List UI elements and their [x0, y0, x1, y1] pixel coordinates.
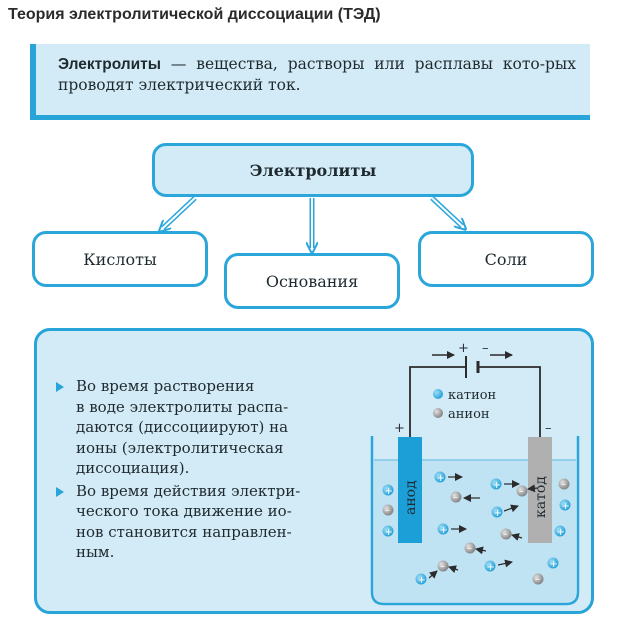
- svg-text:+: +: [437, 473, 445, 484]
- svg-text:+: +: [493, 480, 501, 491]
- cathode-label: катод: [533, 476, 549, 518]
- battery-plus: +: [458, 341, 469, 356]
- cation-ion: +: [554, 525, 566, 538]
- svg-text:+: +: [418, 575, 426, 586]
- legend-anion-label: анион: [448, 407, 490, 422]
- definition-term: Электролиты: [58, 56, 162, 73]
- arrow-to-acids-inner: [162, 197, 196, 229]
- motion-arrow: [428, 570, 438, 579]
- svg-text:–: –: [385, 505, 390, 516]
- solution: [374, 460, 576, 602]
- bullet-item: Во время растворения в воде электролиты …: [50, 376, 350, 479]
- svg-text:–: –: [503, 529, 508, 540]
- anion-ion: –: [558, 478, 570, 490]
- svg-text:–: –: [535, 574, 540, 585]
- anion-ion: –: [516, 485, 528, 497]
- arrow-to-salts-inner: [431, 197, 463, 227]
- cation-ion: +: [484, 560, 496, 573]
- node-acids: Кислоты: [32, 231, 208, 287]
- anion-ion: –: [437, 560, 449, 572]
- anion-ion: –: [450, 491, 462, 503]
- cation-ion: +: [547, 557, 559, 570]
- legend-cation-icon: [433, 389, 443, 399]
- anode-sign: +: [394, 421, 405, 436]
- anode-electrode: [398, 437, 422, 543]
- svg-text:–: –: [561, 479, 566, 490]
- anode-label: анод: [403, 480, 419, 515]
- svg-text:–: –: [467, 543, 472, 554]
- page-title: Теория электролитической диссоциации (ТЭ…: [8, 6, 381, 23]
- wire-left: [409, 366, 466, 437]
- cation-ion: +: [415, 573, 427, 586]
- bullet-arrow-icon: [56, 382, 64, 392]
- svg-text:–: –: [453, 492, 458, 503]
- motion-arrow: [503, 504, 519, 513]
- node-bases: Основания: [224, 253, 400, 309]
- bullet-item: Во время действия электри- ческого тока …: [50, 481, 350, 563]
- cation-ion: +: [559, 499, 571, 512]
- bullet-arrow-icon: [56, 486, 64, 497]
- svg-text:+: +: [487, 562, 495, 573]
- svg-text:+: +: [550, 559, 558, 570]
- cation-ion: +: [382, 484, 394, 497]
- node-salts: Соли: [418, 231, 594, 287]
- motion-arrow: [448, 565, 459, 574]
- motion-arrow: [475, 546, 487, 555]
- cation-ion: +: [491, 506, 503, 519]
- definition-body: — вещества, растворы или расплавы кото-р…: [58, 55, 576, 94]
- anion-ion: –: [500, 528, 512, 540]
- definition-text: Электролиты — вещества, растворы или рас…: [58, 54, 576, 96]
- svg-text:+: +: [385, 486, 393, 497]
- legend-cation-label: катион: [448, 388, 496, 403]
- cation-ion: +: [490, 478, 502, 491]
- legend-anion-icon: [433, 408, 443, 418]
- wire-right: [478, 366, 541, 437]
- svg-text:+: +: [385, 527, 393, 538]
- svg-text:–: –: [519, 486, 524, 497]
- node-electrolytes: Электролиты: [152, 143, 474, 197]
- anion-ion: –: [382, 504, 394, 516]
- svg-text:+: +: [562, 501, 570, 512]
- anion-ion: –: [532, 573, 544, 585]
- cathode-sign: –: [545, 421, 552, 436]
- svg-text:+: +: [440, 525, 448, 536]
- bullet-list: Во время растворения в воде электролиты …: [50, 376, 350, 565]
- svg-text:+: +: [557, 527, 565, 538]
- battery-minus: –: [482, 341, 489, 356]
- cation-ion: +: [437, 523, 449, 536]
- svg-text:–: –: [440, 561, 445, 572]
- motion-arrow: [527, 484, 539, 493]
- cation-ion: +: [434, 471, 446, 484]
- svg-text:+: +: [494, 508, 502, 519]
- motion-arrow: [511, 533, 523, 541]
- motion-arrow: [497, 559, 513, 568]
- definition-box: [30, 44, 590, 120]
- anion-ion: –: [464, 542, 476, 554]
- vessel: [370, 436, 580, 606]
- cation-ion: +: [382, 525, 394, 538]
